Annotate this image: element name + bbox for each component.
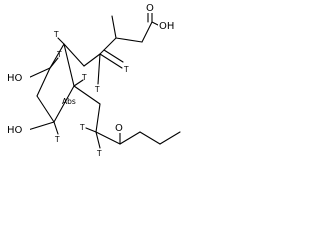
bond-c4-c3 [111, 15, 117, 39]
ketone-oxygen-label: O [115, 123, 123, 134]
tritium-label-c14b: T [96, 149, 102, 158]
hydroxyl-upper-label: HO [7, 73, 23, 84]
tritium-label-c11: T [54, 135, 60, 144]
lower-side-chain [73, 85, 181, 149]
bond-c7-c6 [83, 53, 101, 67]
chemical-structure-diagram: O OH HO HO O T T T T T T T T Abs [6, 2, 181, 158]
tritium-label-c12: T [81, 73, 87, 82]
hydroxyl-lower-label: HO [7, 125, 23, 136]
bond-c8-c7 [63, 43, 85, 67]
bond-c11-t [53, 121, 59, 135]
bond-c9-c8 [49, 43, 65, 69]
bond-c9-t [49, 57, 59, 69]
bond-c15-c16 [119, 131, 141, 145]
bond-c16-c17 [139, 131, 161, 145]
bond-c11-oh [27, 121, 55, 131]
tritium-label-c14a: T [79, 123, 85, 132]
tritium-label-c6: T [94, 85, 100, 94]
bond-c12-t [73, 79, 84, 87]
bond-c6-c5-double-inner [103, 49, 124, 63]
carboxyl-oh-label: OH [159, 21, 174, 32]
tritium-label-c8: T [53, 30, 59, 39]
bond-c17-c18 [159, 131, 181, 145]
tritium-label-c5: T [123, 65, 129, 74]
upper-side-chain [63, 9, 161, 85]
bond-c9-oh [27, 67, 51, 79]
bond-c14-t1 [85, 127, 97, 133]
atom-labels: O OH HO HO O T T T T T T T T Abs [6, 2, 180, 158]
carboxyl-oxygen-label: O [146, 3, 154, 14]
bond-c6-c5-double [99, 53, 123, 69]
bond-c11-c10 [36, 95, 55, 123]
bond-c5-c4 [99, 37, 117, 55]
bond-c3-c2 [115, 37, 143, 43]
bond-c12-c11 [53, 85, 75, 123]
bond-c14-c15 [95, 131, 121, 145]
bond-c14-t2 [95, 131, 101, 149]
bond-c10-c9 [36, 67, 51, 97]
bond-c2-c1 [141, 21, 153, 43]
bond-c8-c12 [63, 43, 75, 87]
bond-c12-c13 [73, 85, 101, 105]
cyclopentane-ring [36, 43, 75, 123]
bond-c8-t [57, 37, 65, 45]
stereo-abs-label: Abs [62, 97, 76, 106]
tritium-label-c9: T [56, 50, 62, 59]
bond-c6-t [97, 53, 101, 85]
bond-c13-c14 [95, 103, 101, 133]
